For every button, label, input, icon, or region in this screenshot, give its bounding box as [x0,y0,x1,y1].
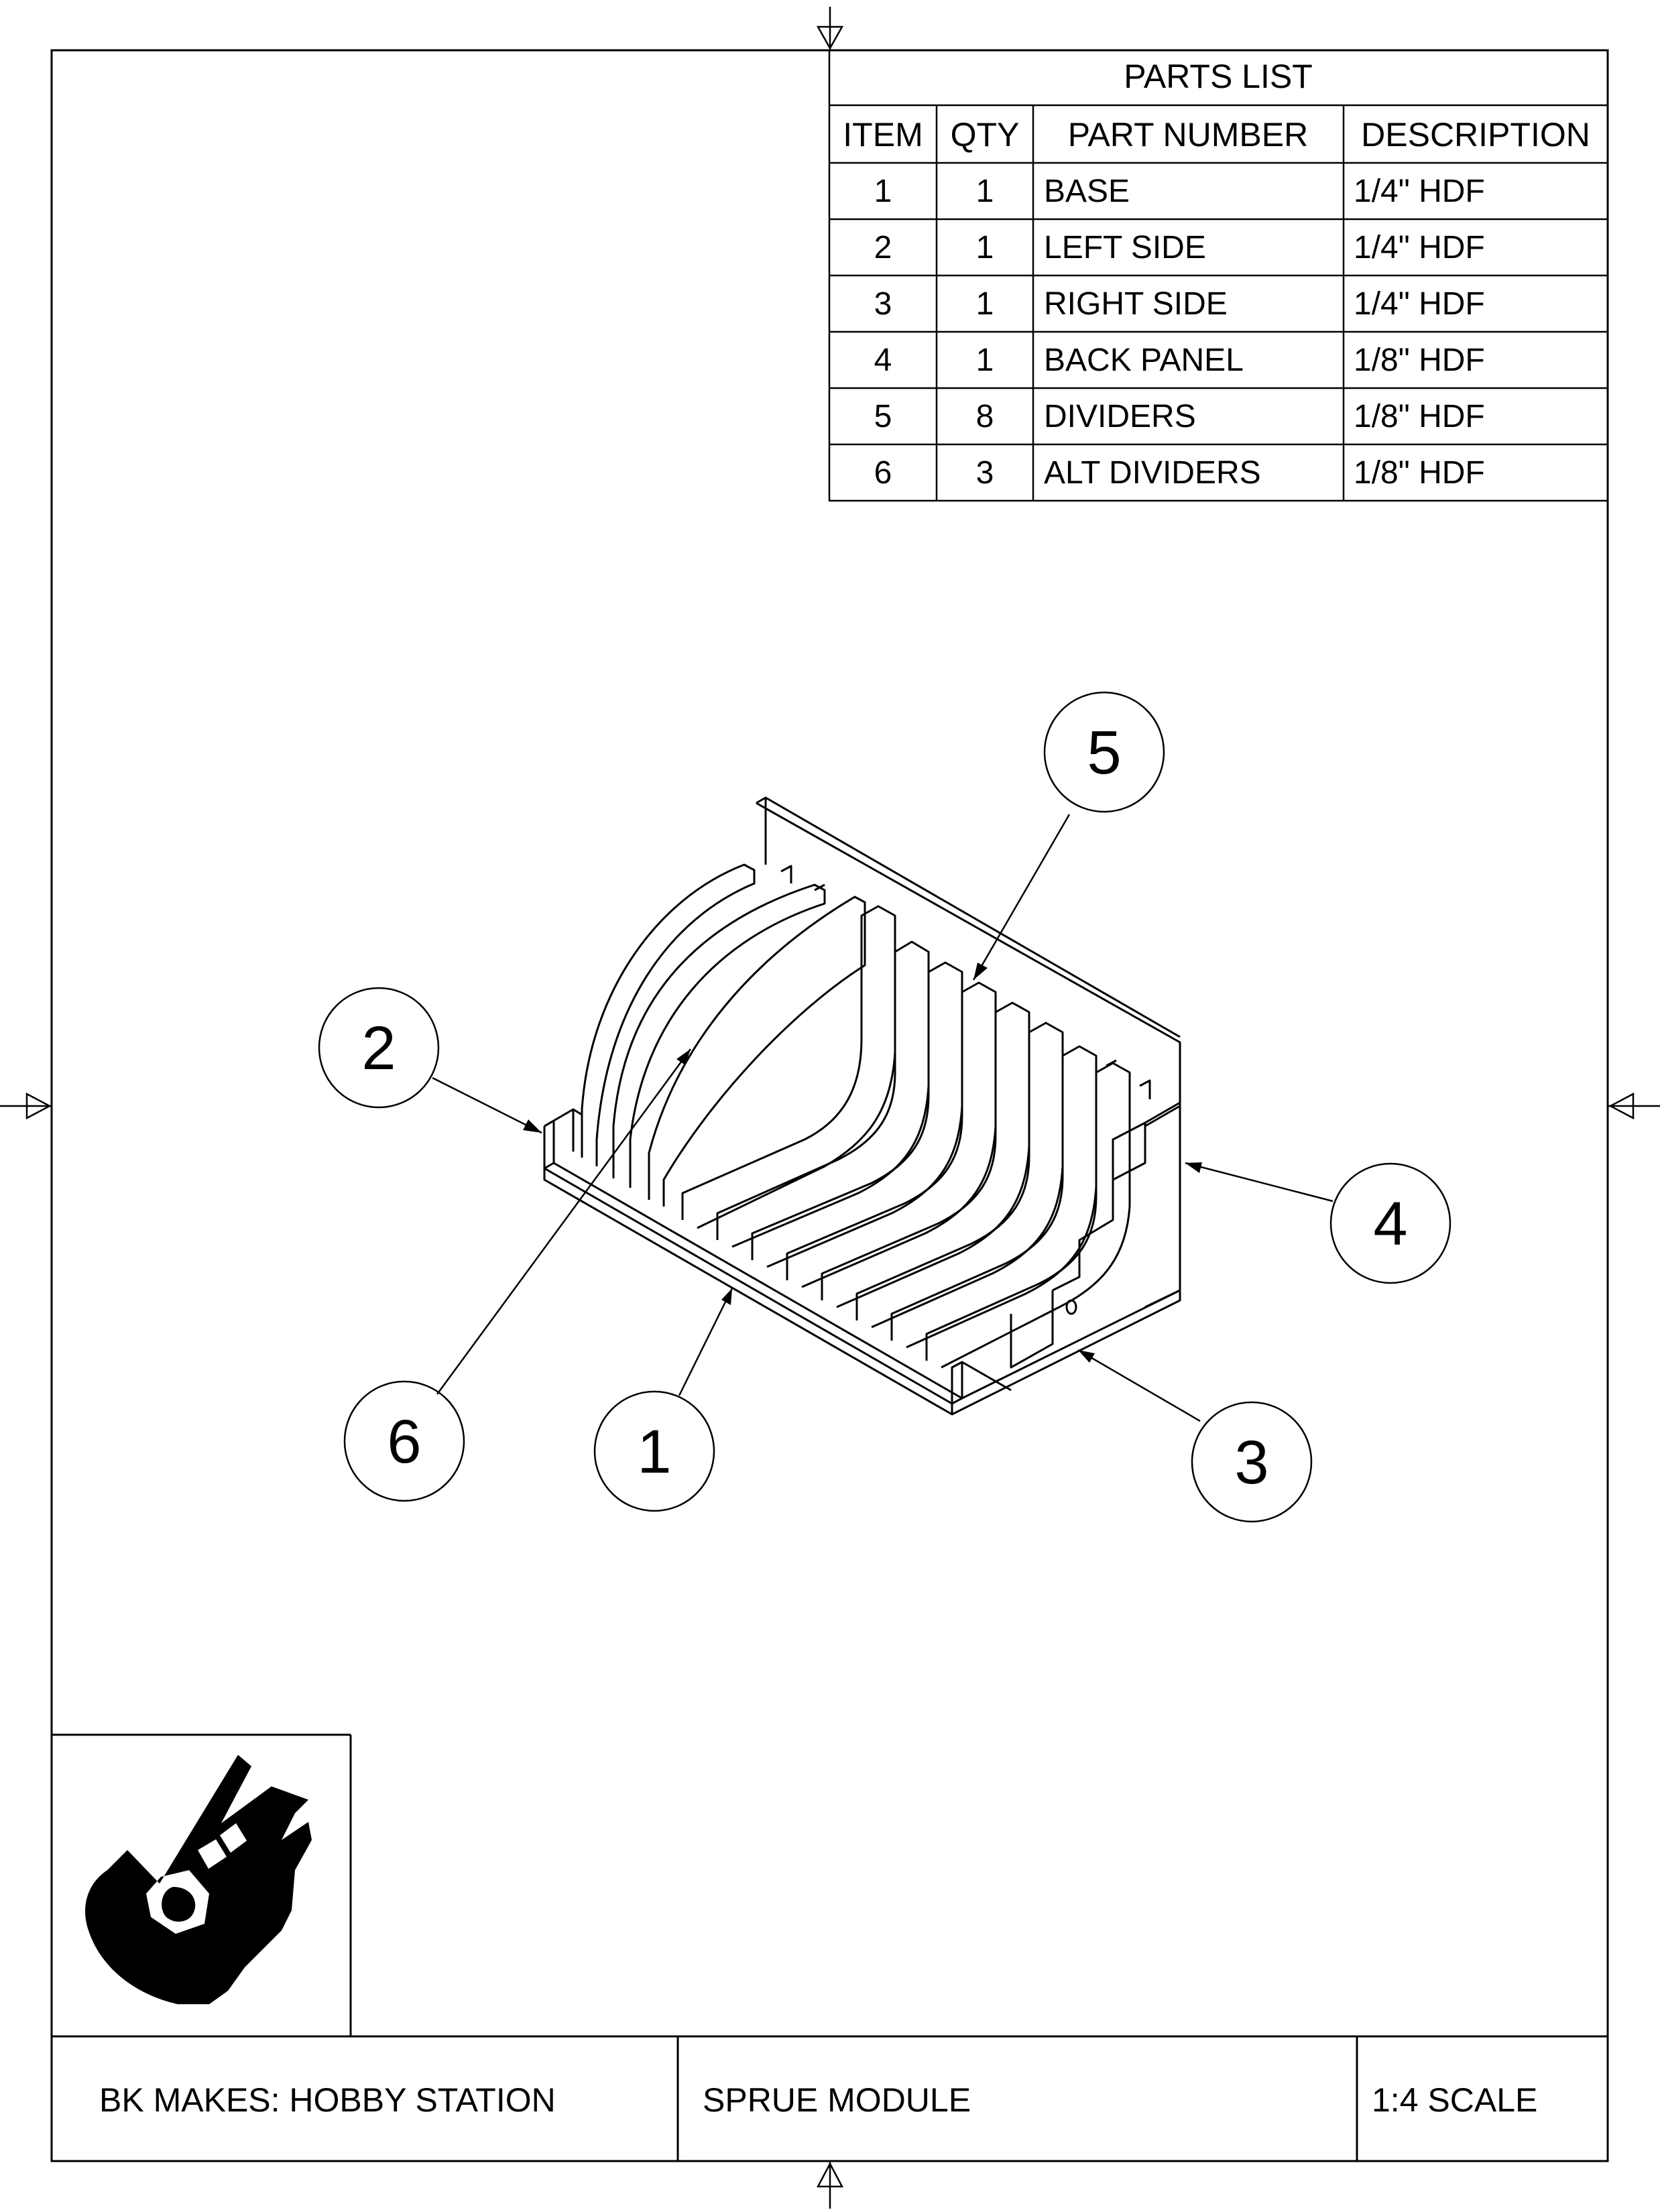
right-side-upper-step [1112,1101,1181,1180]
bottom-centering-mark [816,2161,844,2209]
balloon-label-2: 2 [361,1014,396,1083]
back-panel-outline [756,802,1181,1308]
leader-arrow-2 [523,1119,542,1133]
parts-cell-qty: 1 [976,343,994,378]
parts-cell-part-number: ALT DIVIDERS [1044,455,1261,491]
parts-cell-item: 5 [874,399,892,434]
title-block: BK MAKES: HOBBY STATION SPRUE MODULE 1:4… [52,1733,1608,2161]
divider-2 [716,940,930,1248]
parts-list-table: PARTS LIST ITEM QTY PART NUMBER DESCRIPT… [828,49,1609,502]
parts-cell-part-number: DIVIDERS [1044,399,1196,434]
column-header-part-number: PART NUMBER [1068,116,1308,153]
back-panel-slots [780,865,1151,1099]
back-panel-top-edge [756,796,1181,1038]
alt-divider-1 [581,863,756,1166]
parts-cell-qty: 1 [976,230,994,265]
balloon-label-6: 6 [387,1408,421,1476]
parts-cell-description: 1/4" HDF [1354,230,1485,265]
balloon-3 [1191,1401,1313,1523]
parts-cell-description: 1/4" HDF [1354,286,1485,322]
parts-cell-part-number: BASE [1044,174,1130,209]
parts-cell-item: 2 [874,230,892,265]
parts-cell-description: 1/8" HDF [1354,399,1485,434]
column-header-qty: QTY [951,116,1020,153]
balloon-label-3: 3 [1234,1428,1268,1497]
parts-cell-qty: 3 [976,455,994,491]
balloon-label-4: 4 [1373,1190,1407,1258]
bk-makes-logo-icon [85,1755,312,2004]
right-centering-mark [1608,1092,1660,1120]
leader-arrow-6 [676,1049,691,1065]
parts-cell-qty: 1 [976,174,994,209]
top-centering-mark [816,7,844,50]
parts-cell-item: 4 [874,343,892,378]
leader-arrow-3 [1078,1350,1095,1363]
drawing-name: SPRUE MODULE [703,2081,971,2119]
drawing-scale: 1:4 SCALE [1372,2081,1537,2119]
parts-list-title: PARTS LIST [1124,58,1313,95]
balloon-2 [318,987,440,1109]
parts-cell-part-number: RIGHT SIDE [1044,286,1228,322]
parts-cell-part-number: LEFT SIDE [1044,230,1206,265]
leader-arrow-1 [721,1288,732,1305]
parts-cell-description: 1/8" HDF [1354,343,1485,378]
column-header-description: DESCRIPTION [1361,116,1590,153]
parts-cell-description: 1/8" HDF [1354,455,1485,491]
divider-1 [681,905,896,1229]
callouts: 1 2 3 4 5 6 [318,691,1451,1523]
left-side-part [544,1108,583,1158]
balloon-1 [593,1390,715,1512]
balloon-5 [1043,691,1165,813]
parts-cell-item: 1 [874,174,892,209]
alt-divider-2 [612,883,826,1188]
divider-3 [751,961,963,1268]
parts-cell-item: 3 [874,286,892,322]
isometric-assembly-view [543,796,1181,1416]
divider-4 [786,981,997,1288]
base-bottom-thickness [543,1168,1181,1416]
right-side-part [951,1105,1181,1404]
project-name: BK MAKES: HOBBY STATION [99,2081,556,2119]
balloon-label-1: 1 [637,1418,671,1486]
left-centering-mark [0,1092,52,1120]
balloon-4 [1329,1162,1451,1284]
leader-arrow-5 [973,963,988,980]
parts-cell-item: 6 [874,455,892,491]
balloon-6 [343,1380,465,1502]
centering-marks [0,7,1660,2209]
divider-7 [890,1045,1098,1349]
parts-cell-description: 1/4" HDF [1354,174,1485,209]
divider-5 [821,1001,1030,1308]
parts-cell-part-number: BACK PANEL [1044,343,1244,378]
balloon-label-5: 5 [1087,719,1121,787]
leader-arrow-4 [1185,1162,1202,1173]
parts-cell-qty: 1 [976,286,994,322]
column-header-item: ITEM [843,116,923,153]
parts-cell-qty: 8 [976,399,994,434]
